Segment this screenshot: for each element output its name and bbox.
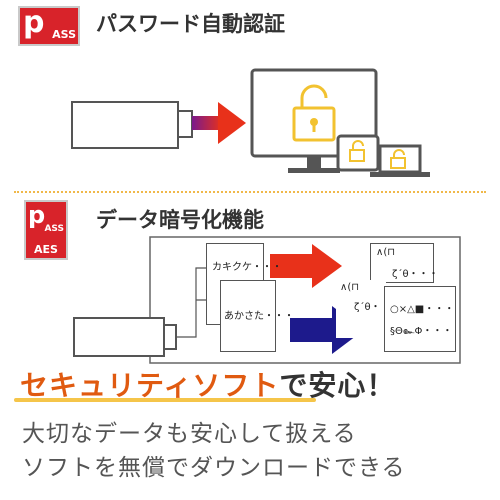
laptop-icon [370, 144, 430, 177]
ciphertext-card-text: ∧(⊓ [376, 247, 396, 258]
ciphertext-card-text: ζ´θ・・・ [392, 269, 439, 280]
ciphertext-card-text: ○×△■・・・ [390, 304, 455, 315]
aes-badge-label: AES [34, 243, 58, 256]
padlock-icon [292, 84, 336, 142]
subtitle-line-2: ソフトを無償でダウンロードできる [22, 455, 406, 481]
banner-dark-text: で安心！ [279, 369, 396, 402]
usb-drive-icon [71, 101, 193, 149]
plaintext-card-text: あかさた・・・ [224, 311, 294, 322]
plaintext-card-text: カキクケ・・・ [212, 262, 282, 273]
pass-badge-letter: p [28, 201, 46, 229]
pass-badge: p ASS [18, 6, 80, 46]
banner-orange-text: セキュリティソフト [20, 369, 280, 402]
ciphertext-card-text: ∧(⊓ [340, 282, 360, 293]
arrow-right-icon [192, 102, 246, 144]
tablet-icon [336, 134, 380, 172]
ciphertext-card [384, 286, 456, 352]
ciphertext-card-text: ζ´θ・・ [354, 302, 391, 313]
pass-aes-badge: p ASS AES [24, 200, 68, 260]
pass-badge-label: ASS [44, 224, 64, 234]
section-divider [14, 191, 486, 193]
auth-illustration [71, 68, 430, 177]
ciphertext-card-text: §Θ๛Φ・・・ [390, 326, 453, 337]
subtitle-line-1: 大切なデータも安心して扱える [22, 421, 357, 447]
pass-badge-label: ASS [52, 28, 76, 41]
plaintext-card [220, 280, 276, 352]
ciphertext-card [370, 243, 434, 283]
section2-heading: データ暗号化機能 [96, 208, 264, 232]
ciphertext-card [336, 280, 386, 338]
banner-headline: セキュリティソフトで安心！ [20, 364, 395, 404]
banner-underline [14, 398, 316, 402]
pass-badge-letter: p [23, 5, 45, 40]
section1-heading: パスワード自動認証 [96, 12, 285, 36]
arrow-right-icon [270, 244, 342, 288]
usb-drive-icon [73, 317, 177, 357]
